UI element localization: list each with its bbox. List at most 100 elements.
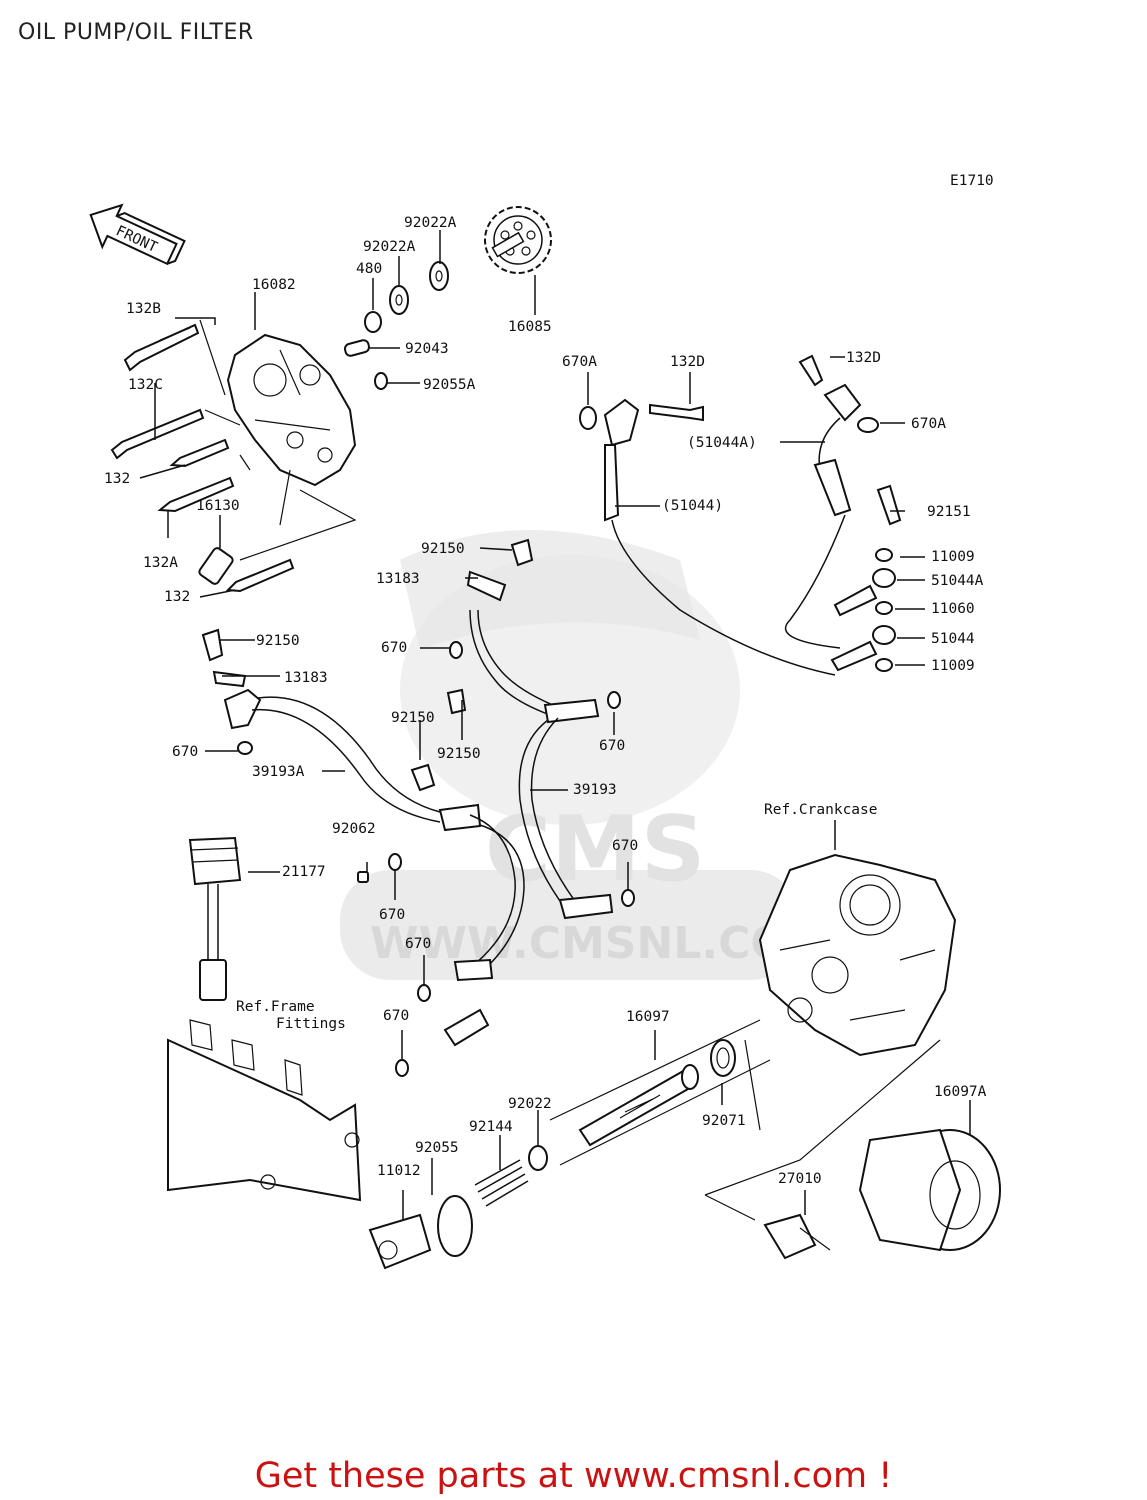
pin-92043 <box>343 339 371 357</box>
bolt-132 <box>169 438 230 468</box>
part-label: (51044) <box>662 498 723 514</box>
part-label: 16130 <box>196 498 240 514</box>
part-label: 39193A <box>252 764 305 780</box>
collar-16130 <box>198 547 234 585</box>
part-label: 92043 <box>405 341 449 357</box>
pipe-51044A-end <box>813 458 852 517</box>
bolt-132D-b <box>798 354 824 387</box>
elbow-fitting <box>223 688 262 730</box>
get-parts-link[interactable]: Get these parts at www.cmsnl.com ! <box>254 1456 893 1496</box>
part-label: 670A <box>562 354 597 370</box>
banjo-51044 <box>872 625 896 645</box>
ref-frame-fittings: Fittings <box>276 1016 346 1032</box>
washer-11060 <box>875 601 893 615</box>
part-label: (51044A) <box>687 435 757 451</box>
part-label: 13183 <box>376 571 420 587</box>
diagram-code: E1710 <box>950 173 994 189</box>
bolt-132A <box>157 476 235 513</box>
part-label: 21177 <box>282 864 326 880</box>
banjo-fitting-a <box>603 398 640 447</box>
pipe-51044-end <box>604 444 620 522</box>
part-label: 480 <box>356 261 382 277</box>
washer-11009-a <box>875 548 893 562</box>
bolt-92150-a <box>510 538 534 567</box>
oring-670-a <box>449 641 463 659</box>
part-label: 16085 <box>508 319 552 335</box>
plug-11012 <box>368 1213 432 1270</box>
part-label: 51044 <box>931 631 975 647</box>
part-label: 92022 <box>508 1096 552 1112</box>
part-label: 27010 <box>778 1171 822 1187</box>
oring-670-b <box>607 691 621 709</box>
part-label: 92150 <box>256 633 300 649</box>
part-label: 670 <box>381 640 407 656</box>
parts-diagram: CMS WWW.CMSNL.COM FRONT E1710 <box>89 173 1001 1270</box>
part-label: 16097 <box>626 1009 670 1025</box>
spring-92144 <box>474 1159 529 1207</box>
watermark-brand: CMS <box>485 797 705 902</box>
oring-670-c <box>237 741 253 755</box>
oring-480 <box>364 311 382 333</box>
part-label: 132A <box>143 555 178 571</box>
bolt-132-b <box>225 558 295 593</box>
oring-670-d <box>388 853 402 871</box>
part-label: 132C <box>128 377 163 393</box>
washer-92022A-b <box>389 285 409 315</box>
washer-92022A-a <box>429 261 449 291</box>
washer-11009-b <box>875 658 893 672</box>
clamp-13183-a <box>466 570 507 602</box>
part-label: 92144 <box>469 1119 513 1135</box>
washer-92022 <box>528 1145 548 1171</box>
ref-crankcase: Ref.Crankcase <box>764 802 878 818</box>
part-label: 92150 <box>421 541 465 557</box>
seal-92071 <box>710 1039 736 1077</box>
oring-92055A <box>374 372 388 390</box>
bolt-132B <box>123 323 200 372</box>
oil-pump-body <box>226 333 357 487</box>
part-label: 11012 <box>377 1163 421 1179</box>
watermark-url: WWW.CMSNL.COM <box>370 918 832 969</box>
part-label: 670 <box>612 838 638 854</box>
oil-line-upper <box>579 354 902 676</box>
part-label: 132D <box>846 350 881 366</box>
part-label: 16082 <box>252 277 296 293</box>
part-label: 16097A <box>934 1084 987 1100</box>
switch-and-frame <box>167 836 362 1202</box>
oil-pump-group <box>110 206 552 593</box>
clamp-13183-b <box>212 670 247 688</box>
oring-670A-a <box>579 406 597 430</box>
switch-27010 <box>763 1213 817 1260</box>
part-label: 51044A <box>931 573 984 589</box>
crankcase <box>758 853 957 1057</box>
part-label: 132B <box>126 301 161 317</box>
oring-670-e <box>621 889 635 907</box>
oring-670A-b <box>857 417 879 433</box>
part-label: 670A <box>911 416 946 432</box>
bolt-132D-a <box>649 403 704 422</box>
part-label: 92022A <box>363 239 416 255</box>
part-label: 11009 <box>931 549 975 565</box>
page-title: OIL PUMP/OIL FILTER <box>18 20 254 45</box>
part-label: 92071 <box>702 1113 746 1129</box>
ref-frame: Ref.Frame <box>236 999 315 1015</box>
leader-lines <box>139 230 971 1220</box>
part-label: 670 <box>379 907 405 923</box>
plug-92062 <box>357 871 369 883</box>
part-label: 132 <box>104 471 130 487</box>
part-label: 92150 <box>391 710 435 726</box>
oring-92055 <box>437 1195 473 1257</box>
banjo-51044A <box>872 568 896 588</box>
front-arrow: FRONT <box>89 203 186 266</box>
part-label: 92022A <box>404 215 457 231</box>
part-label: 92150 <box>437 746 481 762</box>
part-label: 670 <box>599 738 625 754</box>
part-label: 11009 <box>931 658 975 674</box>
bolt-92150-b <box>201 628 224 662</box>
part-label: 39193 <box>573 782 617 798</box>
part-label: 670 <box>405 936 431 952</box>
oil-filter-group <box>368 1019 1001 1270</box>
part-label: 132 <box>164 589 190 605</box>
bolt-92150-c <box>446 688 467 715</box>
part-label: 670 <box>172 744 198 760</box>
part-label: 92055 <box>415 1140 459 1156</box>
